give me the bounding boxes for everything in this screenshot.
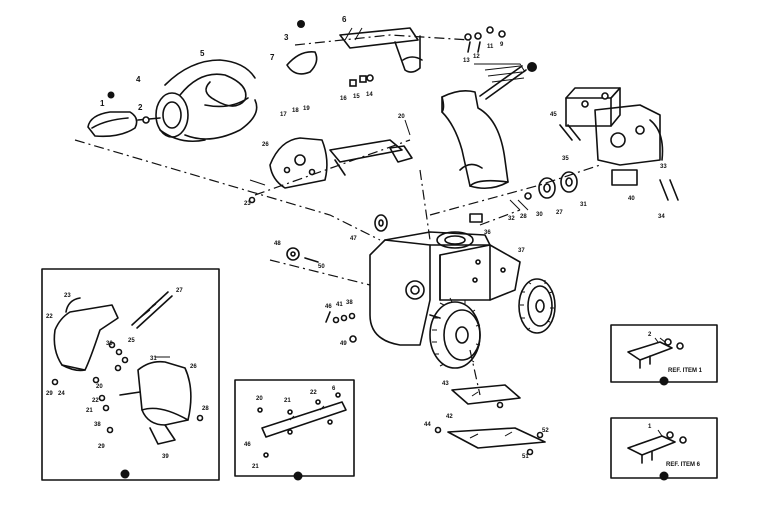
main-housing-frame (369, 231, 521, 346)
engine-part (559, 87, 679, 201)
callout-47: 47 (350, 236, 357, 242)
callout-35: 35 (562, 156, 569, 162)
callout-45: 45 (550, 112, 557, 118)
callout-14: 14 (366, 92, 373, 98)
pulley-bearing-set (509, 171, 578, 211)
callout-inset-24: 24 (58, 391, 65, 397)
callout-shave-21: 21 (284, 398, 291, 404)
callout-30: 30 (536, 212, 543, 218)
discharge-chute-part (441, 62, 537, 190)
inset-ref-item6-box (610, 417, 718, 481)
callout-26: 26 (262, 142, 269, 148)
callout-36: 36 (484, 230, 491, 236)
callout-inset-39: 39 (162, 454, 169, 460)
callout-23: 23 (244, 201, 251, 207)
callout-34: 34 (658, 214, 665, 220)
callout-41: 41 (336, 302, 343, 308)
callout-18: 18 (292, 108, 299, 114)
callout-inset-29: 29 (46, 391, 53, 397)
callout-ref6-1: 1 (648, 424, 652, 430)
callout-40: 40 (628, 196, 635, 202)
left-wheel-part (429, 297, 481, 369)
scraper-bar-part (434, 384, 546, 456)
callout-4: 4 (136, 75, 141, 84)
callout-inset-31: 31 (150, 356, 157, 362)
belt-cover-part (87, 91, 138, 138)
callout-3: 3 (284, 33, 289, 42)
ref-note-item-1: REF. ITEM 1 (668, 368, 703, 374)
callout-52: 52 (542, 428, 549, 434)
callout-inset-27: 27 (176, 288, 183, 294)
callout-48: 48 (274, 241, 281, 247)
callout-1: 1 (100, 99, 105, 108)
callout-shave-22: 22 (310, 390, 317, 396)
callout-shave-21b: 21 (252, 464, 259, 470)
callout-49: 49 (340, 341, 347, 347)
ref-note-item-6: REF. ITEM 6 (666, 462, 701, 468)
callout-31: 31 (580, 202, 587, 208)
callout-46: 46 (325, 304, 332, 310)
callout-43: 43 (442, 381, 449, 387)
right-wheel-part (518, 278, 556, 334)
inset-shave-plate-box (234, 379, 355, 481)
callout-16: 16 (340, 96, 347, 102)
callout-15: 15 (353, 94, 360, 100)
callout-2: 2 (138, 103, 143, 112)
inset-reference-bullet (120, 469, 130, 479)
callout-inset-25: 25 (128, 338, 135, 344)
callout-inset-28: 28 (202, 406, 209, 412)
callout-inset-20: 20 (96, 384, 103, 390)
impeller-bracket-part (248, 119, 413, 204)
callout-37: 37 (518, 248, 525, 254)
callout-9: 9 (500, 42, 504, 48)
callout-labels: 1 2 4 5 3 7 6 13 12 11 9 16 15 14 17 18 … (46, 15, 703, 470)
inset-ref-item1-box (610, 324, 718, 386)
callout-28: 28 (520, 214, 527, 220)
inset-reference-bullet (659, 376, 669, 386)
callout-13: 13 (463, 58, 470, 64)
callout-12: 12 (473, 54, 480, 60)
assembly-guide-lines (74, 34, 601, 396)
callout-inset-22: 22 (46, 314, 53, 320)
callout-51: 51 (522, 454, 529, 460)
callout-32: 32 (508, 216, 515, 222)
housing-hardware (286, 213, 483, 343)
callout-44: 44 (424, 422, 431, 428)
inset-reference-bullet (659, 471, 669, 481)
callout-6: 6 (342, 15, 347, 24)
callout-ref1-2: 2 (648, 332, 652, 338)
callout-17: 17 (280, 112, 287, 118)
callout-19: 19 (303, 106, 310, 112)
callout-33: 33 (660, 164, 667, 170)
callout-11: 11 (487, 44, 494, 50)
callout-27: 27 (556, 210, 563, 216)
bolt-set-part (349, 74, 374, 87)
callout-inset-23: 23 (64, 293, 71, 299)
inset-reference-bullet (293, 471, 303, 481)
hardware-cluster-top (464, 26, 506, 53)
auger-assembly-part (137, 59, 258, 143)
callout-shave-46: 46 (244, 442, 251, 448)
callout-inset-29b: 29 (98, 444, 105, 450)
pulley-and-shaft-part (286, 20, 423, 75)
callout-shave-20: 20 (256, 396, 263, 402)
callout-inset-30: 30 (106, 341, 113, 347)
callout-38: 38 (346, 300, 353, 306)
callout-5: 5 (200, 49, 205, 58)
callout-7: 7 (270, 53, 275, 62)
callout-42: 42 (446, 414, 453, 420)
callout-inset-38: 38 (94, 422, 101, 428)
inset-chute-detail-box (41, 268, 220, 481)
callout-inset-21: 21 (86, 408, 93, 414)
callout-20: 20 (398, 114, 405, 120)
callout-inset-22b: 22 (92, 398, 99, 404)
callout-bullet (107, 91, 115, 99)
callout-50: 50 (318, 264, 325, 270)
callout-shave-6: 6 (332, 386, 336, 392)
callout-inset-26: 26 (190, 364, 197, 370)
